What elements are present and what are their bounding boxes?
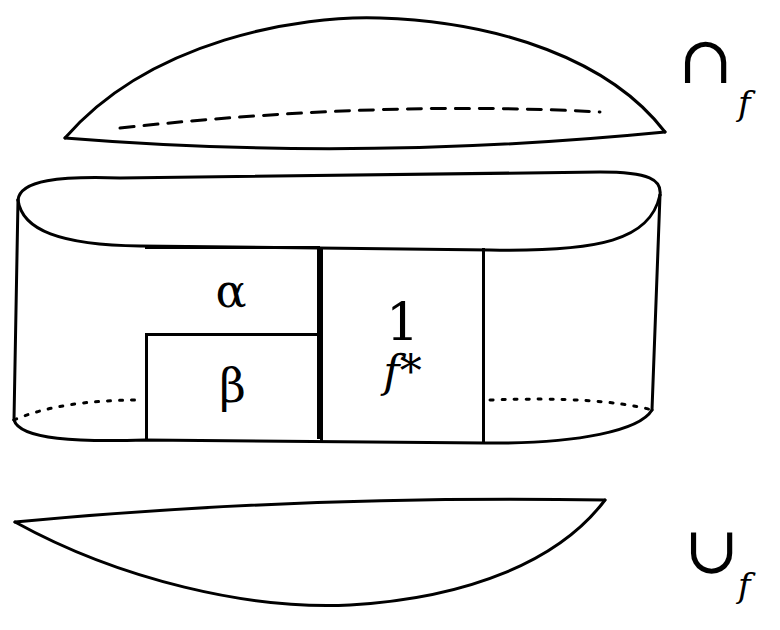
cap-bottom [65, 132, 665, 149]
cylinder-top-front [18, 195, 660, 250]
cylinder-bottom-back [490, 399, 652, 410]
cylinder-bottom-back [14, 400, 140, 420]
cylinder-top-back [18, 172, 660, 200]
region-box: α [145, 246, 320, 336]
box-label: f* [383, 349, 421, 395]
cap-back-dashed [120, 108, 600, 128]
cup-symbol: ∪ [684, 518, 739, 584]
subscript-label: f [738, 86, 751, 120]
subscript-label: f [738, 568, 751, 602]
cylinder-side [652, 195, 660, 410]
region-box: 1f* [320, 248, 485, 442]
box-label: 1 [386, 295, 419, 350]
box-label: β [219, 362, 246, 410]
box-label: α [215, 267, 246, 315]
cup-top [15, 499, 605, 522]
cylinder-side [14, 200, 18, 420]
region-box: β [145, 334, 320, 439]
cylinder-bottom-front [14, 410, 652, 443]
cap-top [65, 18, 665, 138]
cap-symbol: ∩ [678, 28, 733, 94]
cup-bottom [15, 500, 605, 606]
